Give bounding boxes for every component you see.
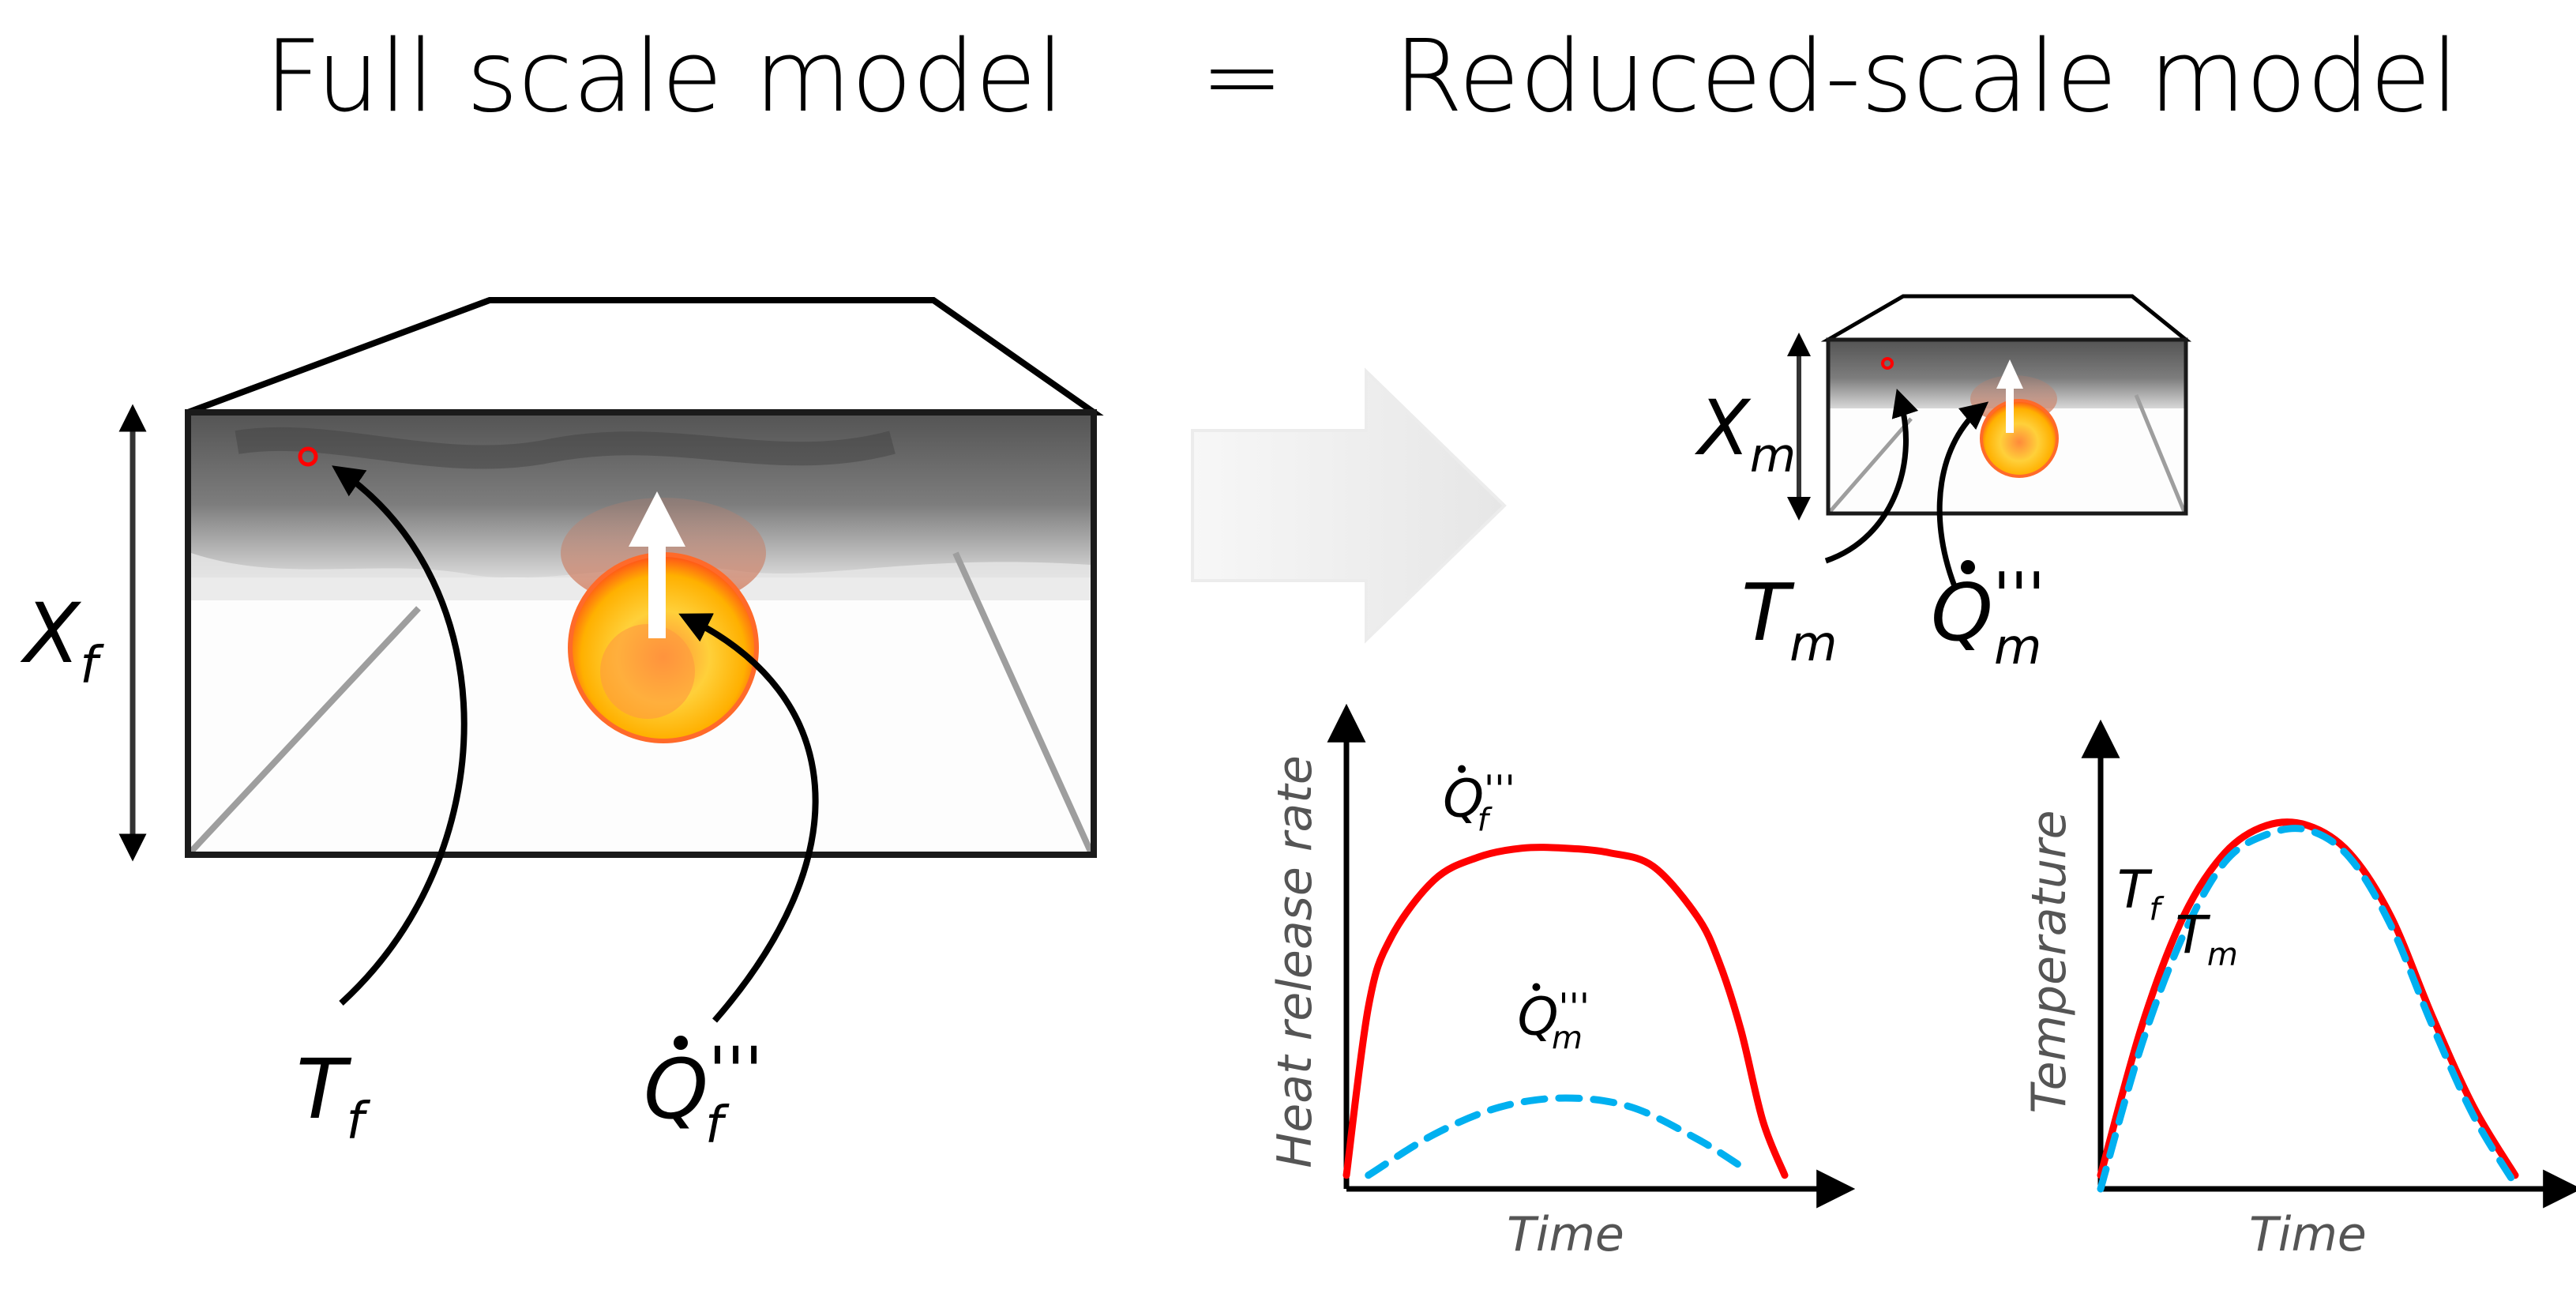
equals-sign: = — [1200, 18, 1284, 134]
series-label-q-m: Q'''m — [1517, 986, 1590, 1057]
y-axis-label: Temperature — [2022, 810, 2077, 1113]
reduced-hrr-callout-arrow — [1936, 401, 1989, 588]
svg-text:m: m — [1994, 618, 2041, 675]
room-edge-right — [952, 551, 1094, 853]
reduced-hrr-label: Q''' m — [1931, 559, 2045, 675]
series-line-q-m — [1365, 1094, 1744, 1179]
scaling-arrow-icon — [1191, 367, 1507, 644]
x-axis-label: Time — [1507, 1207, 1624, 1262]
dot-accent — [1532, 983, 1541, 991]
full-height-label: Xf — [20, 585, 104, 695]
reduced-temp-label: Tm — [1741, 566, 1838, 672]
reduced-measurement-point-icon — [1881, 357, 1894, 370]
room-roof — [186, 297, 1104, 416]
svg-text:Q''': Q''' — [1931, 559, 2045, 659]
measurement-point-icon — [298, 446, 318, 467]
reduced-height-label: Xm — [1694, 384, 1796, 483]
reduced-room-outline — [1826, 337, 2188, 516]
room-edge-left — [189, 606, 421, 854]
full-temp-label: Tf — [296, 1041, 371, 1151]
full-scale-room — [185, 297, 1104, 858]
reduced-scale-title: Reduced-scale model — [1394, 18, 2459, 134]
reduced-temp-callout-arrow — [1824, 388, 1919, 564]
dot-accent — [1458, 765, 1466, 773]
full-hrr-label: Q''' f — [644, 1032, 763, 1155]
y-axis-label: Heat release rate — [1267, 755, 1323, 1168]
reduced-room-roof — [1820, 294, 2192, 342]
reduced-fire-icon — [1980, 399, 2059, 478]
series-line-t-f — [2097, 818, 2519, 1179]
series-label-q-f: Q'''f — [1443, 768, 1515, 839]
x-axis-label: Time — [2249, 1207, 2367, 1262]
series-line-t-m — [2097, 825, 2519, 1193]
reduced-scale-room — [1820, 294, 2192, 516]
series-line-q-f — [1342, 844, 1789, 1179]
series-label-t-f: Tf — [2117, 859, 2165, 928]
room-outline — [185, 409, 1097, 858]
full-scale-title: Full scale model — [265, 18, 1065, 134]
series-label-t-m: Tm — [2176, 905, 2238, 973]
hrr-callout-arrow — [678, 613, 819, 1023]
temp-callout-arrow — [332, 465, 468, 1006]
svg-text:Q''': Q''' — [644, 1032, 763, 1138]
